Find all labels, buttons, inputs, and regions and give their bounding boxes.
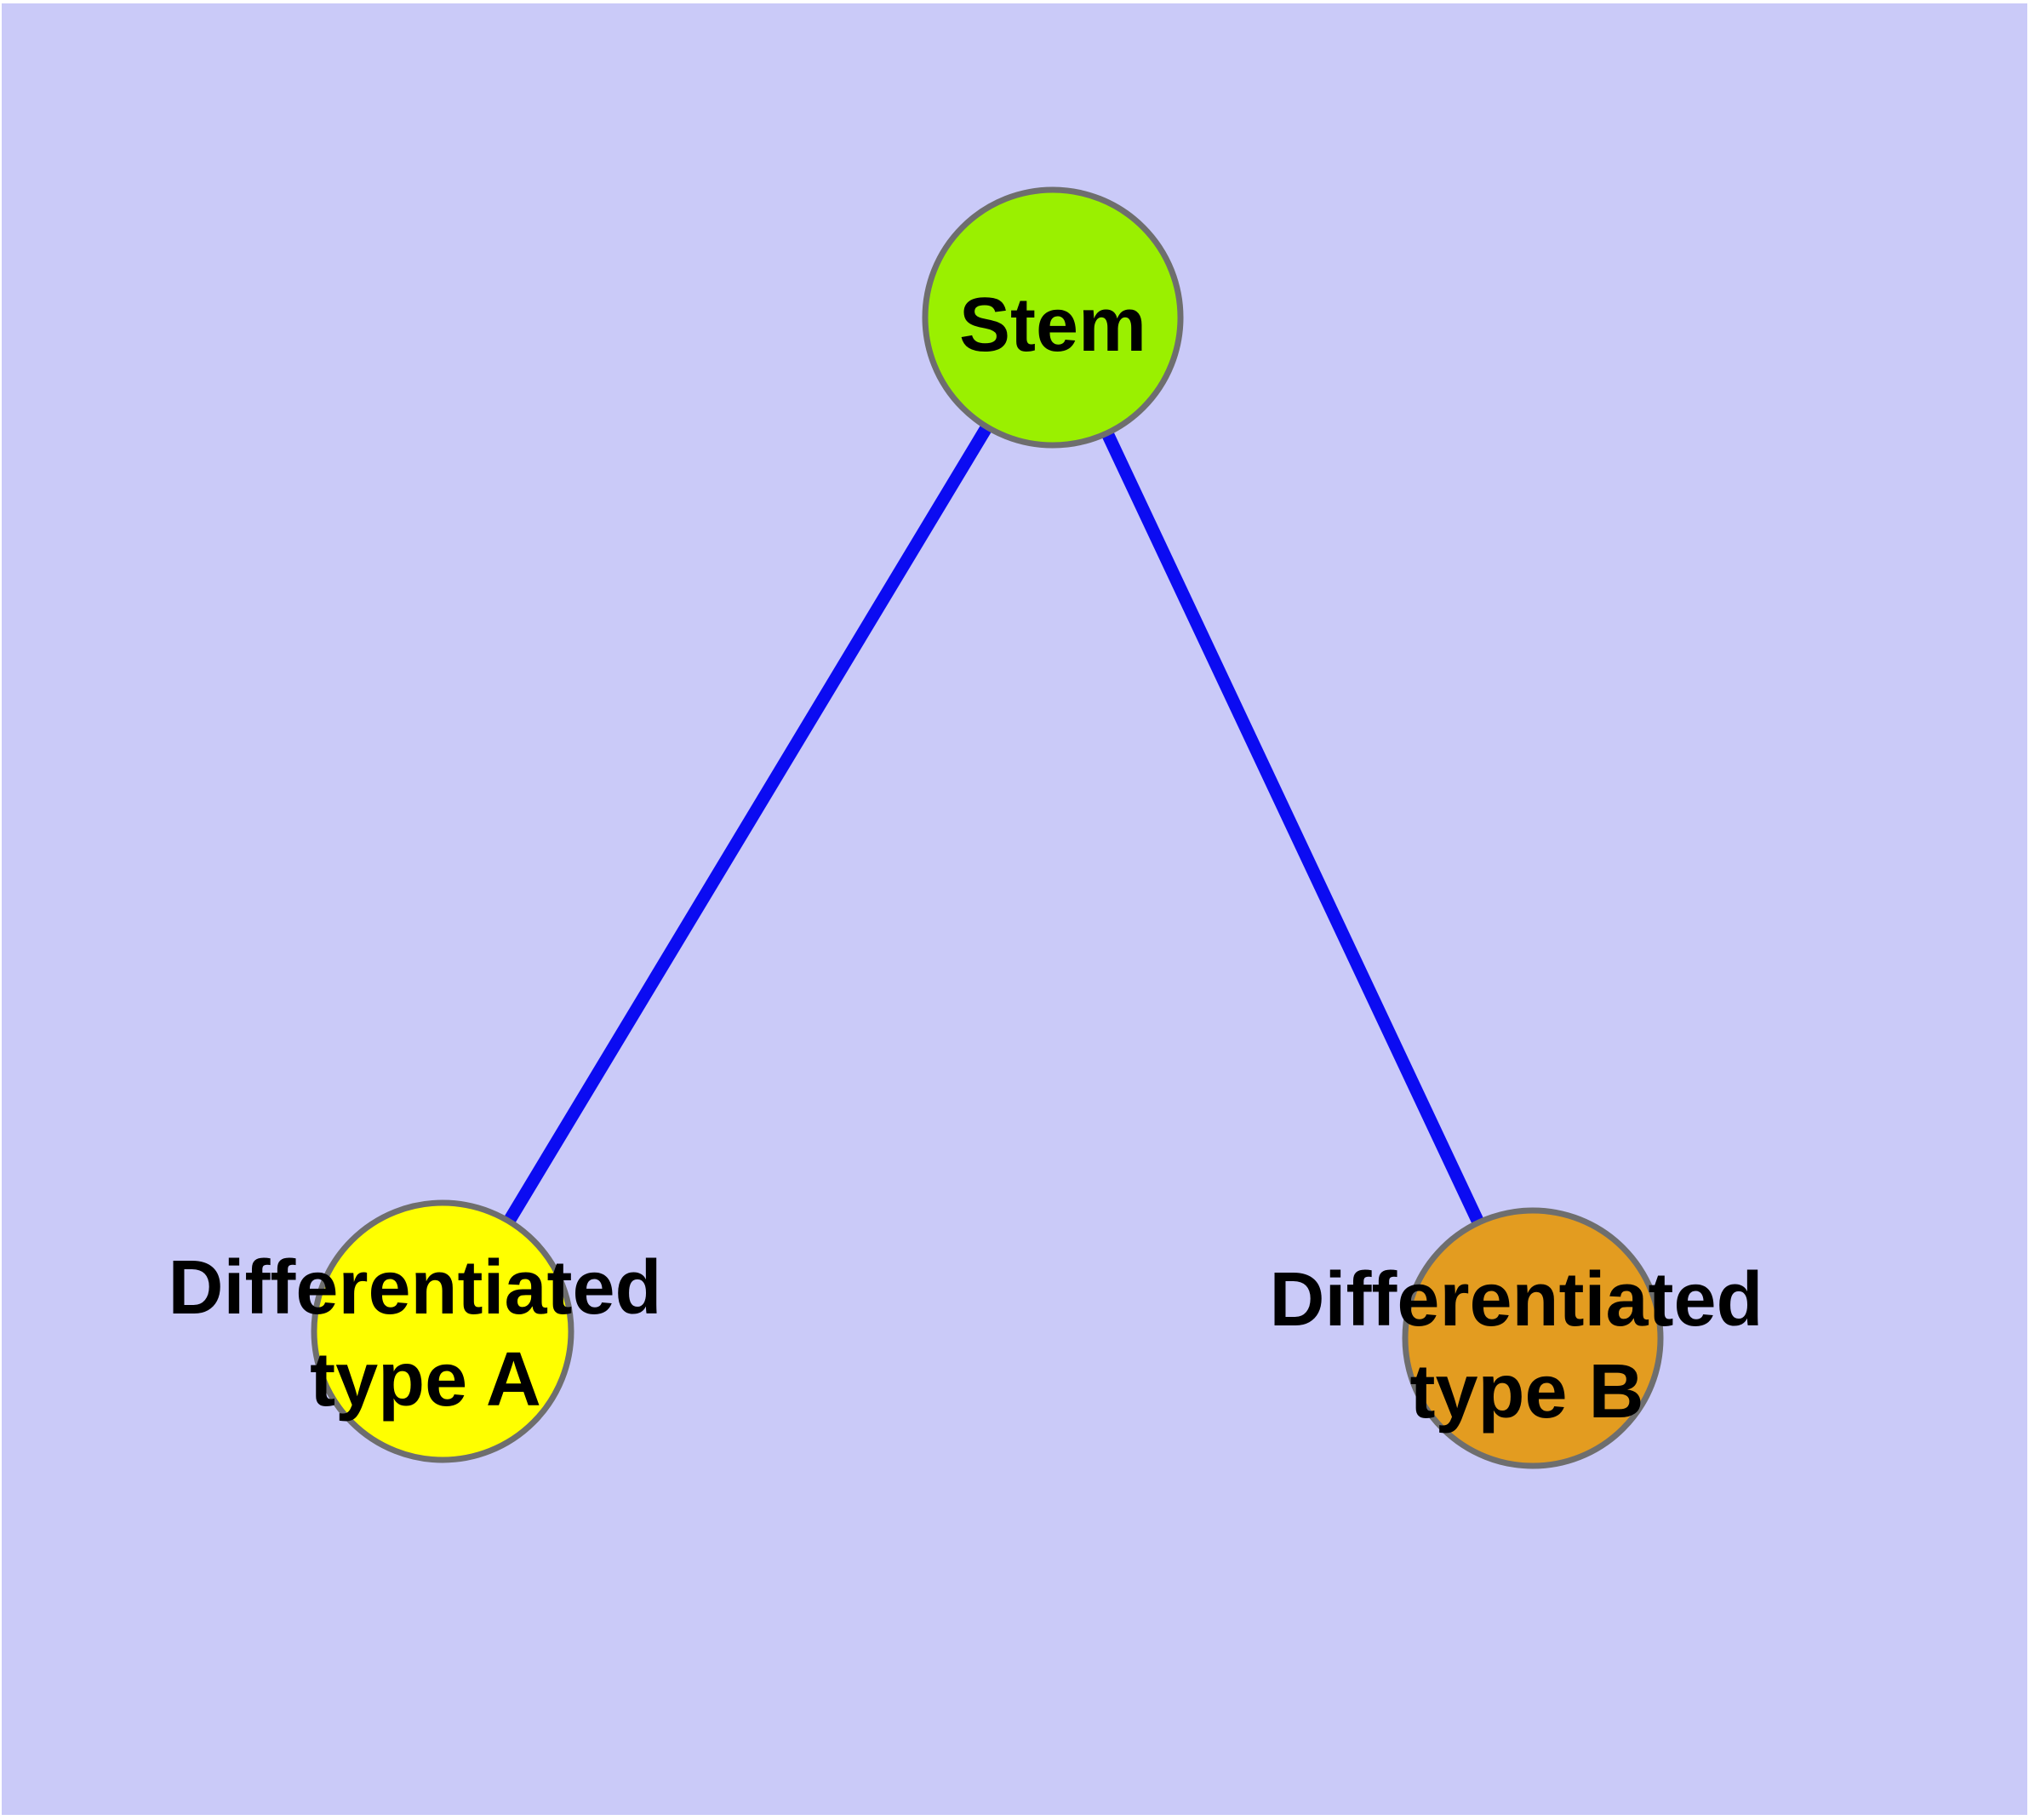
node-labels: Stem Differentiated type A Differentiate… bbox=[168, 283, 1784, 1434]
edge-stem-to-type-b bbox=[1047, 314, 1539, 1342]
edges bbox=[437, 314, 1539, 1342]
label-type-b-line-1: Differentiated bbox=[1269, 1257, 1763, 1342]
label-stem: Stem bbox=[959, 283, 1146, 368]
nodes bbox=[311, 186, 1664, 1469]
label-type-b-line-2: type B bbox=[1409, 1349, 1643, 1434]
label-type-a-line-2: type A bbox=[310, 1337, 541, 1422]
edge-stem-to-type-a bbox=[437, 314, 1059, 1335]
node-differentiated-type-a bbox=[311, 1199, 574, 1463]
node-stem bbox=[922, 186, 1184, 449]
label-type-a-line-1: Differentiated bbox=[168, 1245, 661, 1331]
label-differentiated-type-b: Differentiated type B bbox=[1269, 1257, 1784, 1434]
label-differentiated-type-a: Differentiated type A bbox=[168, 1245, 683, 1422]
label-stem-line-1: Stem bbox=[959, 283, 1146, 368]
node-differentiated-type-b bbox=[1402, 1207, 1664, 1469]
